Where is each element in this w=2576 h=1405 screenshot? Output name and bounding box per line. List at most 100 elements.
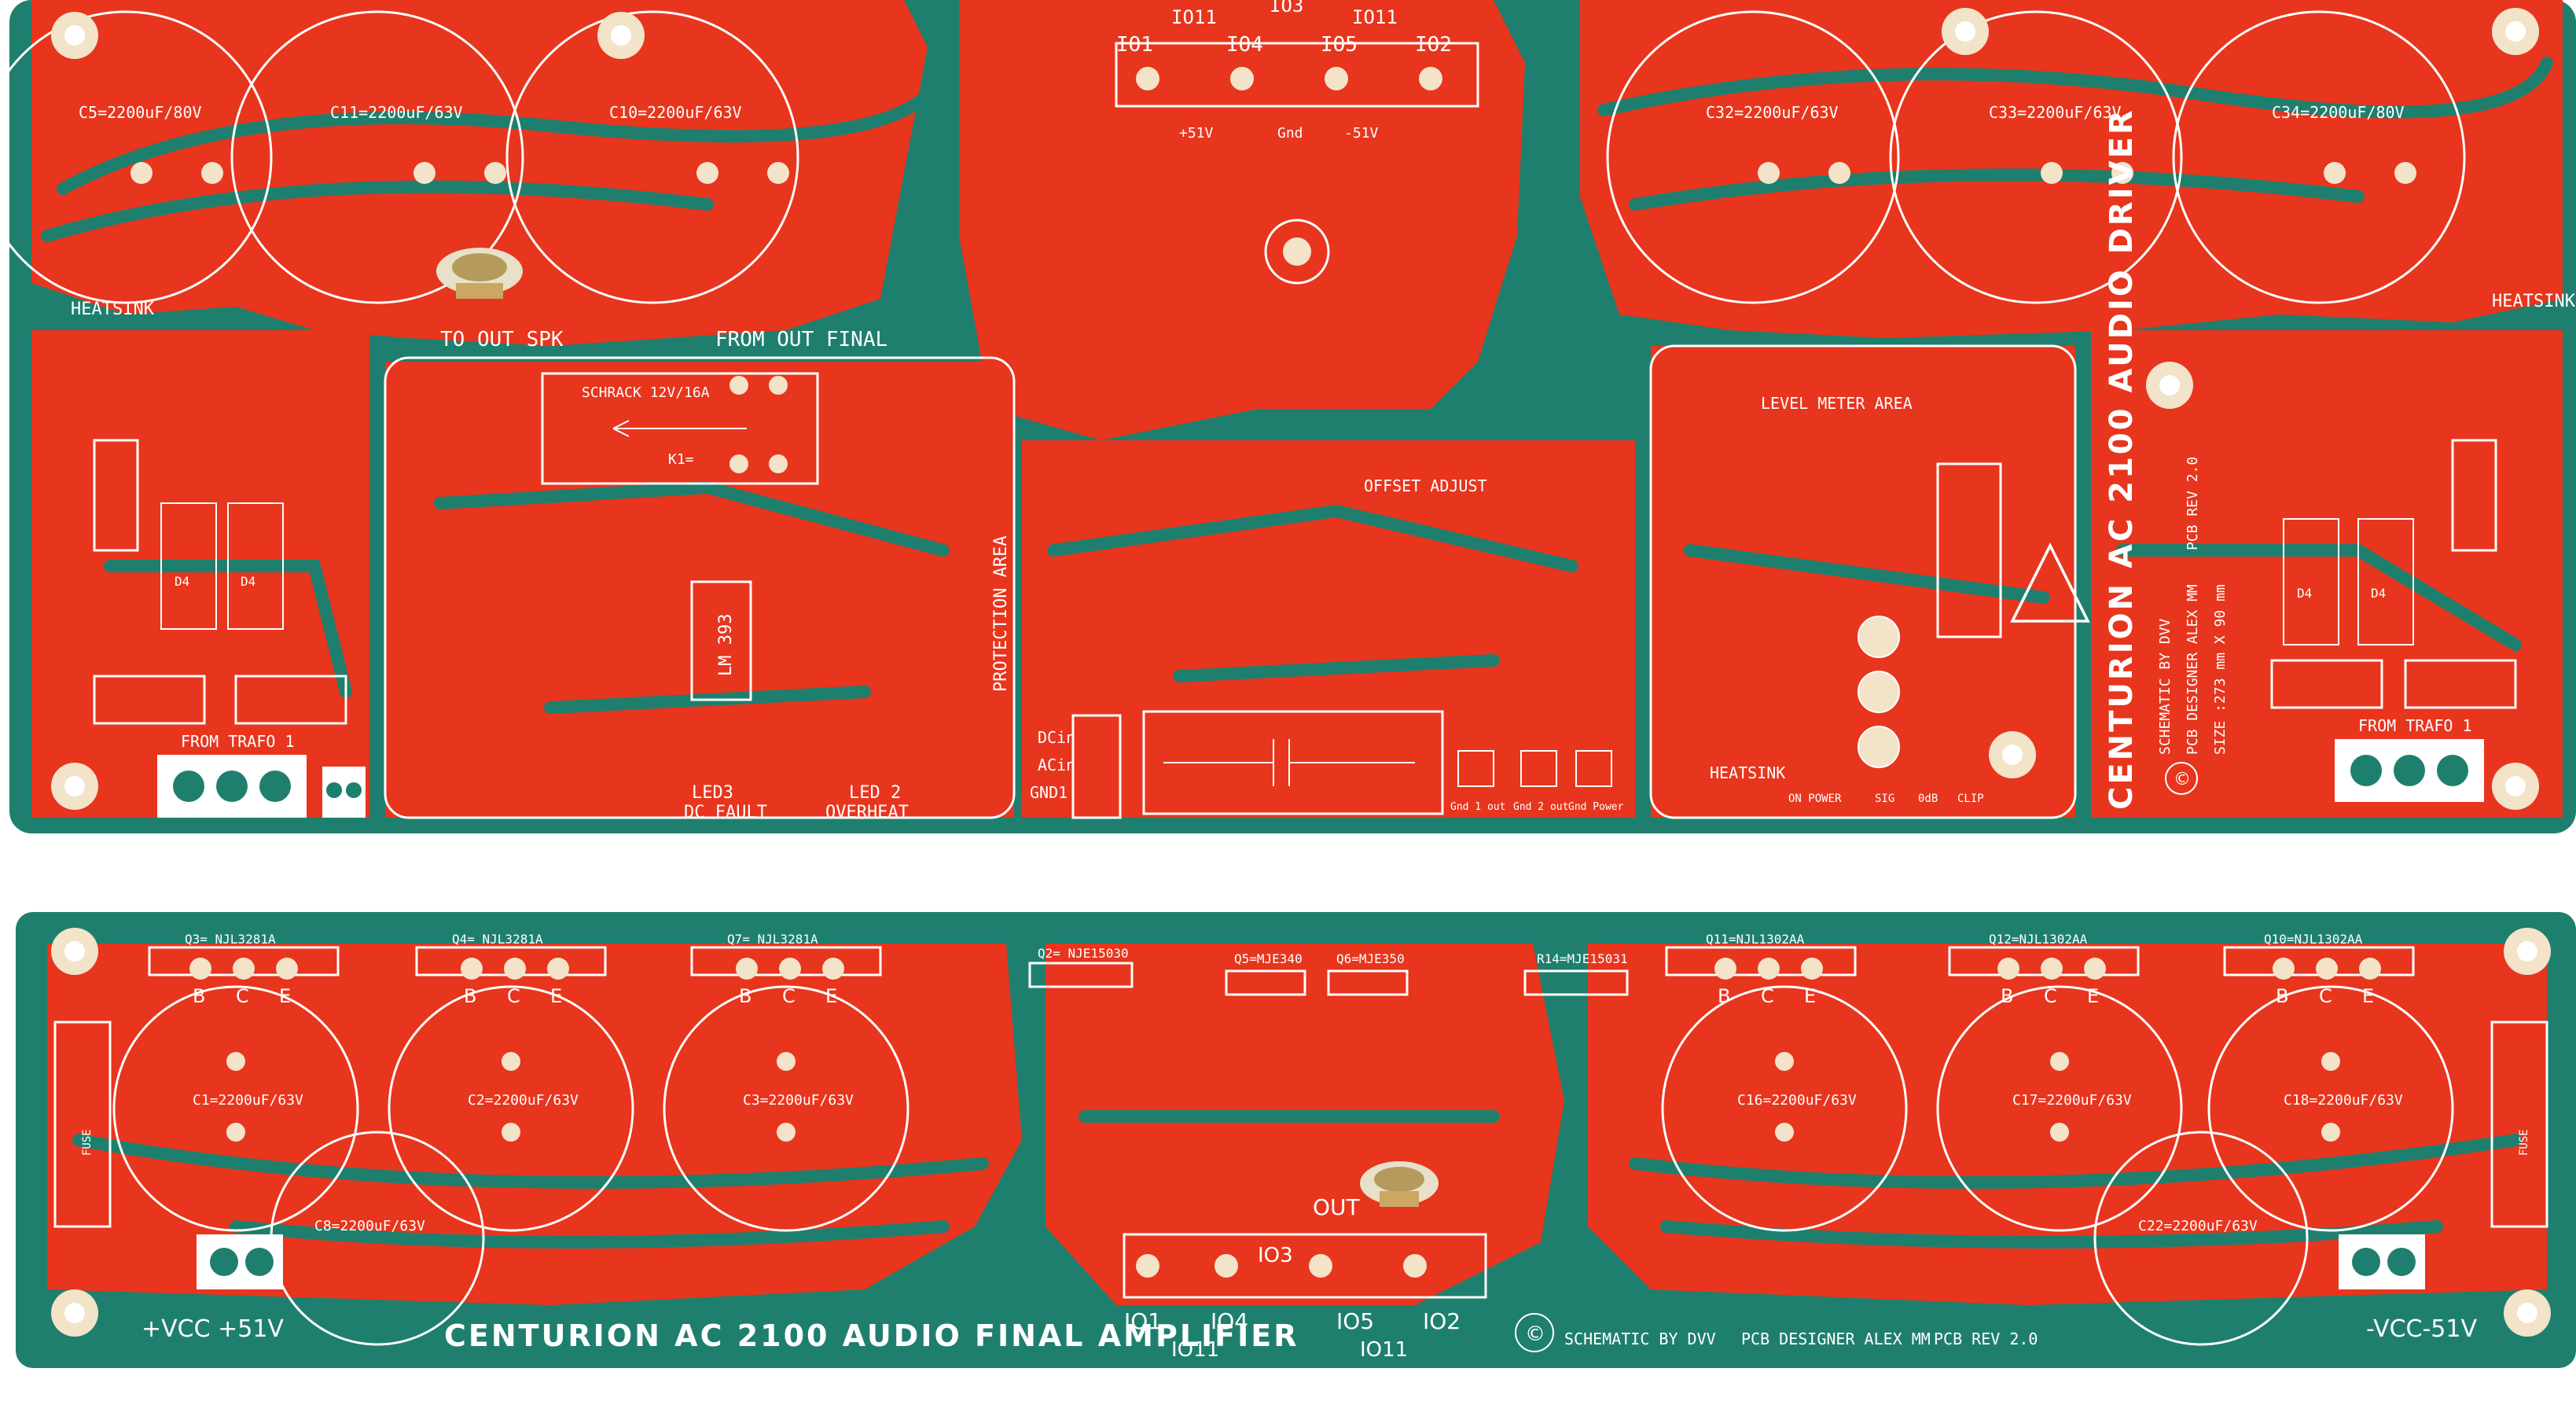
overheat-label: OVERHEAT bbox=[825, 803, 909, 822]
r14-driver-label: R14=MJE15031 bbox=[1537, 951, 1628, 966]
driver-caps-right: C32=2200uF/63V C33=2200uF/63V C34=2200uF… bbox=[1606, 10, 2466, 304]
relay: SCHRACK 12V/16A K1= bbox=[541, 372, 819, 485]
io-top-label-2: IO4 bbox=[1226, 33, 1263, 57]
diodes-left: D4 D4 bbox=[160, 502, 284, 630]
trafo-terminal-right bbox=[2335, 739, 2484, 802]
driver-board: C5=2200uF/80V C11=2200uF/63V C10=2200uF/… bbox=[0, 0, 2576, 833]
q2-driver-label: Q2= NJE15030 bbox=[1038, 946, 1129, 961]
q5-driver-label: Q5=MJE340 bbox=[1234, 951, 1303, 966]
io3-label: IO3 bbox=[1258, 1244, 1293, 1267]
cap-c3-label: C3=2200uF/63V bbox=[743, 1092, 854, 1109]
cap-c10-label: C10=2200uF/63V bbox=[609, 103, 742, 122]
trafo-terminal-left bbox=[157, 755, 307, 818]
mounting-hole bbox=[51, 928, 98, 975]
driver-board-title: CENTURION AC 2100 AUDIO DRIVER bbox=[2104, 108, 2140, 810]
svg-text:D4: D4 bbox=[175, 574, 189, 589]
driver-credit-designer: PCB DESIGNER ALEX MM bbox=[2185, 584, 2201, 755]
gnd1-label: GND1 bbox=[1030, 783, 1068, 802]
gnd-pad-label-2: Gnd 2 out bbox=[1513, 801, 1568, 813]
to-out-spk-label: TO OUT SPK bbox=[440, 328, 564, 351]
io-bottom-lower-2: IO11 bbox=[1360, 1338, 1408, 1362]
diodes-right: D4 D4 bbox=[2283, 518, 2414, 645]
ac-in-label: ACin bbox=[1038, 756, 1075, 774]
io-header-top: IO1 IO4 IO5 IO2 IO11 IO3 IO11 bbox=[1115, 0, 1479, 108]
cap-c11-outline bbox=[230, 10, 524, 304]
from-out-final-label: FROM OUT FINAL bbox=[715, 328, 887, 351]
svg-text:D4: D4 bbox=[241, 574, 255, 589]
final-board: Q3= NJL3281A Q4= NJL3281A Q7= NJL3281A B… bbox=[16, 912, 2576, 1368]
q7-label: Q7= NJL3281A bbox=[727, 932, 818, 947]
q7-pin-c: C bbox=[782, 985, 796, 1007]
relay-label: SCHRACK 12V/16A bbox=[582, 384, 710, 401]
io-top-label-4: IO2 bbox=[1415, 33, 1452, 57]
fuse-left-label: FUSE bbox=[81, 1129, 94, 1156]
io-bottom-label-2: IO4 bbox=[1211, 1308, 1248, 1334]
heatsink-right-label: HEATSINK bbox=[2492, 292, 2576, 311]
dc-fault-label: DC FAULT bbox=[684, 803, 767, 822]
from-trafo-right-label: FROM TRAFO 1 bbox=[2358, 716, 2472, 735]
meter-clip-label: CLIP bbox=[1957, 793, 1984, 805]
level-meter-label: LEVEL METER AREA bbox=[1761, 394, 1913, 413]
driver-credit-size: SIZE :273 mm X 90 mm bbox=[2212, 584, 2229, 755]
mounting-hole bbox=[2504, 928, 2551, 975]
dc-in-label: DCin bbox=[1038, 728, 1075, 747]
svg-text:D4: D4 bbox=[2371, 586, 2386, 601]
gnd-pad-label-3: Gnd Power bbox=[1568, 801, 1624, 813]
io-top-label-3: IO5 bbox=[1321, 33, 1358, 57]
speaker-icon bbox=[1360, 1161, 1439, 1207]
relay-k1-label: K1= bbox=[668, 451, 694, 468]
q12-label: Q12=NJL1302AA bbox=[1989, 932, 2088, 947]
trafo-block-left-b bbox=[234, 675, 347, 725]
q3-label: Q3= NJL3281A bbox=[185, 932, 276, 947]
supply-pos-label: +51V bbox=[1179, 125, 1214, 142]
mounting-hole bbox=[51, 1289, 98, 1337]
q12-pin-c: C bbox=[2044, 985, 2057, 1007]
power-terminal-positive bbox=[197, 1234, 283, 1289]
q7-pin-b: B bbox=[739, 985, 751, 1007]
final-copyright-symbol: © bbox=[1525, 1322, 1545, 1346]
meter-0db-label: 0dB bbox=[1918, 793, 1938, 805]
driver-copyright-symbol: © bbox=[2174, 770, 2191, 789]
final-credit-designer: PCB DESIGNER ALEX MM bbox=[1741, 1330, 1931, 1348]
driver-caps-left: C5=2200uF/80V C11=2200uF/63V C10=2200uF/… bbox=[0, 10, 799, 304]
heatsink-transistor-right bbox=[2451, 439, 2497, 552]
io-top-upper-1: IO11 bbox=[1171, 6, 1217, 28]
q11-label: Q11=NJL1302AA bbox=[1706, 932, 1805, 947]
offset-trimmer bbox=[1264, 219, 1330, 285]
trafo-block-right-b bbox=[2404, 659, 2517, 709]
speaker-icon bbox=[436, 248, 523, 299]
final-copper-pours bbox=[47, 943, 2547, 1305]
cap-c8-label: C8=2200uF/63V bbox=[314, 1218, 425, 1234]
meter-sig-label: SIG bbox=[1875, 793, 1894, 805]
vcc-positive-label: +VCC +51V bbox=[141, 1315, 284, 1343]
ground-pads: Gnd 1 out Gnd 2 out Gnd Power bbox=[1450, 750, 1624, 813]
q10-label: Q10=NJL1302AA bbox=[2264, 932, 2363, 947]
final-mounting-holes bbox=[51, 928, 2551, 1337]
final-board-title: CENTURION AC 2100 AUDIO FINAL AMPLIFIER bbox=[444, 1319, 1299, 1353]
q3-pin-c: C bbox=[236, 985, 249, 1007]
trafo-block-right-a bbox=[2270, 659, 2383, 709]
supply-gnd-label: Gnd bbox=[1277, 125, 1303, 142]
q4-label: Q4= NJL3281A bbox=[452, 932, 543, 947]
led3-label: LED3 bbox=[692, 783, 733, 803]
heatsink-left-label: HEATSINK bbox=[71, 300, 155, 319]
protection-area-label: PROTECTION AREA bbox=[991, 535, 1011, 692]
cap-c33-outline bbox=[1889, 10, 2183, 304]
meter-heatsink-label: HEATSINK bbox=[1710, 763, 1785, 782]
cap-c5-outline bbox=[0, 10, 273, 304]
q12-pin-b: B bbox=[2001, 985, 2013, 1007]
cap-c32-label: C32=2200uF/63V bbox=[1706, 103, 1839, 122]
cap-c2-label: C2=2200uF/63V bbox=[468, 1092, 579, 1109]
mounting-hole bbox=[1989, 731, 2036, 778]
cap-c22-label: C22=2200uF/63V bbox=[2138, 1218, 2258, 1234]
final-caps-left: C1=2200uF/63V C2=2200uF/63V C3=2200uF/63… bbox=[112, 985, 910, 1346]
cap-c10-outline bbox=[505, 10, 799, 304]
driver-credit-rev: PCB REV 2.0 bbox=[2185, 457, 2201, 550]
io-bottom-label-1: IO1 bbox=[1124, 1308, 1162, 1334]
cap-c17-label: C17=2200uF/63V bbox=[2012, 1092, 2132, 1109]
io-bottom-label-3: IO5 bbox=[1336, 1308, 1374, 1334]
output-transistors-left: Q3= NJL3281A Q4= NJL3281A Q7= NJL3281A B… bbox=[148, 932, 882, 1007]
fuse-right: FUSE bbox=[2490, 1021, 2548, 1228]
mounting-hole bbox=[2146, 362, 2193, 409]
cap-c34-outline bbox=[2172, 10, 2466, 304]
